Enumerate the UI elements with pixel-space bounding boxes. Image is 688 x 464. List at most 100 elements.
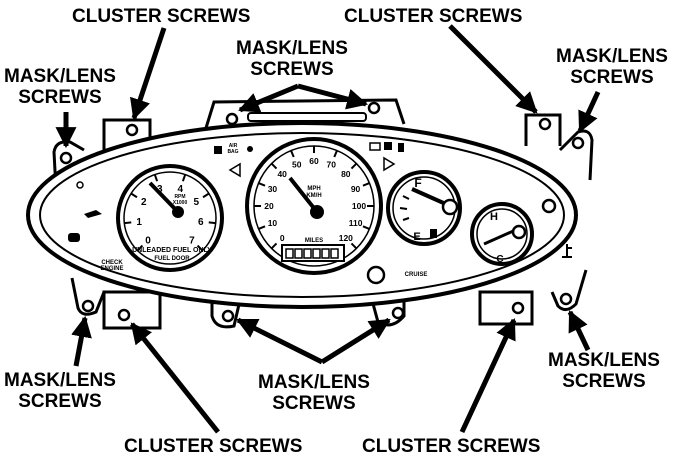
screw-panel-right: [541, 198, 557, 214]
screw-top-right-mask: [367, 101, 381, 115]
arrow-upper-right-mask: [577, 90, 601, 133]
speedometer-tick: [258, 182, 266, 187]
speedometer-tick: [333, 150, 338, 158]
screw-lower-right-mask: [559, 292, 573, 306]
callout-text-line2: SCREWS: [18, 391, 102, 412]
speedometer-tick: [350, 242, 358, 250]
battery-lamp-icon: [369, 142, 381, 151]
speedometer-tick-label: 0: [280, 233, 285, 243]
callout-text-line1: MASK/LENS: [548, 350, 660, 371]
callout-bottom-right-cluster-screws: CLUSTER SCREWS: [362, 436, 540, 457]
tachometer-tick: [136, 244, 144, 252]
tachometer-tick: [208, 221, 216, 225]
arrow-lower-left-mask: [71, 315, 92, 367]
tachometer-tick-label: 7: [189, 235, 195, 246]
coolant-icon: [562, 244, 572, 258]
speedometer-tick: [270, 242, 278, 250]
screw-heads: [59, 101, 585, 323]
callout-lower-center-mask-lens-screws: MASK/LENS SCREWS: [258, 372, 370, 414]
speedometer-tick-label: 10: [268, 218, 278, 228]
callout-top-right-cluster-screws: CLUSTER SCREWS: [344, 6, 522, 27]
temp-cold-mark: C: [496, 254, 503, 265]
callout-text-line1: MASK/LENS: [556, 46, 668, 67]
check-engine-label: CHECK: [101, 260, 123, 266]
air-bag-label: AIR: [229, 143, 238, 149]
speedometer-tick-label: 110: [349, 218, 363, 228]
speedometer-tick: [362, 182, 370, 187]
callout-text-line2: SCREWS: [18, 87, 102, 108]
callout-lower-left-mask-lens-screws: MASK/LENS SCREWS: [4, 370, 116, 412]
callout-text: CLUSTER SCREWS: [72, 6, 251, 27]
temp-hot-mark: H: [490, 211, 498, 223]
arrow-top-mask-left: [238, 83, 299, 113]
callout-text-line1: MASK/LENS: [236, 38, 348, 59]
callout-text-line2: SCREWS: [570, 67, 654, 88]
tachometer-tick: [130, 192, 138, 199]
speedometer-tick: [290, 150, 295, 158]
speedometer-tick-label: 90: [351, 184, 361, 194]
check-engine-label-2: ENGINE: [100, 266, 123, 272]
speedometer-tick: [350, 162, 358, 170]
callout-text-line1: MASK/LENS: [4, 66, 116, 87]
callout-text-line2: SCREWS: [272, 393, 356, 414]
miles-label: MILES: [305, 238, 323, 244]
tachometer-tick: [202, 192, 210, 199]
warning-lamps: AIR BAG CHECK ENGINE CRUISE: [68, 142, 428, 285]
fuel-notice-line1: UNLEADED FUEL ONLY: [132, 247, 212, 254]
fuel-empty-mark: E: [413, 231, 420, 243]
tachometer-tick: [124, 221, 132, 225]
leader-arrows: [55, 24, 601, 434]
callout-text: CLUSTER SCREWS: [344, 6, 523, 27]
right-turn-arrow-icon: [383, 156, 396, 172]
callout-top-left-cluster-screws: CLUSTER SCREWS: [72, 6, 250, 27]
left-turn-arrow-icon: [228, 162, 241, 178]
arrow-lower-right-mask: [567, 310, 591, 352]
speedometer-tick-label: 60: [309, 156, 319, 166]
speedometer-tick-label: 100: [352, 201, 366, 211]
tachometer-tick-label: 4: [177, 184, 183, 195]
callout-bottom-left-cluster-screws: CLUSTER SCREWS: [124, 436, 302, 457]
arrow-bottom-left-cluster: [130, 322, 220, 434]
tab-upper-right: [524, 113, 562, 146]
mph-label: MPH: [307, 186, 320, 192]
speedometer-tick-label: 70: [326, 159, 336, 169]
high-beam-lamp-icon: [384, 142, 392, 150]
temp-gauge: H C: [470, 202, 572, 266]
tachometer-tick-label: 0: [145, 235, 151, 246]
seatbelt-lamp-icon: [247, 146, 253, 152]
tachometer-tick-label: 1: [136, 217, 142, 228]
callout-text: CLUSTER SCREWS: [362, 436, 541, 457]
brake-lamp-icon: [68, 233, 80, 242]
tab-lower-left-ear: [70, 277, 106, 316]
speedometer-tick: [270, 162, 278, 170]
trip-reset-button: [366, 265, 386, 285]
callout-lower-right-mask-lens-screws: MASK/LENS SCREWS: [548, 350, 660, 392]
screw-lower-left-mask: [81, 299, 95, 313]
callout-text: CLUSTER SCREWS: [124, 436, 303, 457]
oil-lamp-icon: [84, 210, 102, 218]
tachometer-tick-label: 3: [157, 184, 163, 195]
speed-needle: [288, 176, 319, 214]
speedometer-tick-label: 80: [341, 169, 351, 179]
speedometer-tick-label: 50: [292, 159, 302, 169]
callout-text-line2: SCREWS: [250, 59, 334, 80]
screw-far-left-mask: [59, 151, 73, 165]
cluster-lens-edge: [39, 132, 565, 298]
screw-lower-left-cluster: [117, 308, 131, 322]
callout-text-line2: SCREWS: [562, 371, 646, 392]
cruise-label: CRUISE: [405, 272, 428, 278]
tachometer-tick: [153, 174, 159, 182]
callout-text-line1: MASK/LENS: [258, 372, 370, 393]
callout-top-center-mask-lens-screws: MASK/LENS SCREWS: [236, 38, 348, 80]
fuel-gauge: F E: [386, 170, 462, 246]
arrow-lower-center-mask-left: [236, 317, 324, 365]
fuel-notice-line2: FUEL DOOR: [154, 256, 190, 262]
speedometer-tick: [258, 225, 266, 230]
arrow-lower-center-mask-right: [320, 317, 391, 365]
arrow-top-left-cluster: [130, 27, 167, 120]
screw-lower-center-right: [391, 306, 405, 320]
tab-lower-left: [102, 290, 162, 330]
